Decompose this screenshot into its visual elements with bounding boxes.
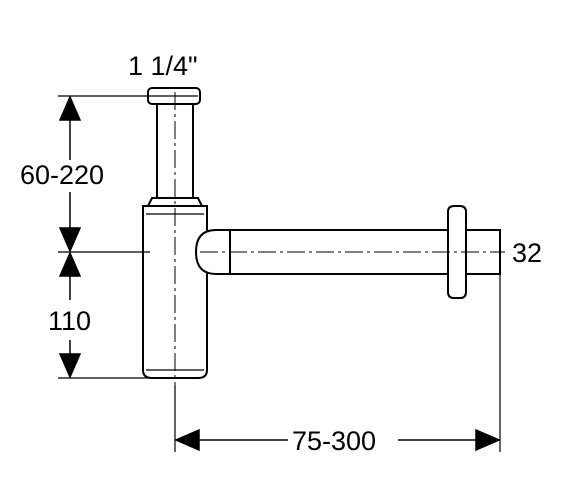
dimension-lower-height xyxy=(58,251,82,379)
arrow-up-top xyxy=(58,95,82,121)
center-lines xyxy=(174,92,505,385)
arrow-right xyxy=(475,428,501,452)
label-height-range: 60-220 xyxy=(20,160,104,190)
label-lower-height: 110 xyxy=(48,306,91,336)
dimension-length-range xyxy=(174,428,501,452)
label-thread-size: 1 1/4" xyxy=(128,51,198,81)
arrow-down-bottom xyxy=(58,353,82,379)
extension-lines xyxy=(58,95,501,452)
arrow-down-mid xyxy=(58,227,82,253)
label-length-range: 75-300 xyxy=(292,426,376,456)
trap-body xyxy=(142,87,501,379)
arrow-left xyxy=(174,428,200,452)
label-outlet-diameter: 32 xyxy=(512,238,542,268)
bottle xyxy=(142,205,208,379)
dimension-height-range xyxy=(58,95,82,253)
arrow-up-mid xyxy=(58,251,82,277)
